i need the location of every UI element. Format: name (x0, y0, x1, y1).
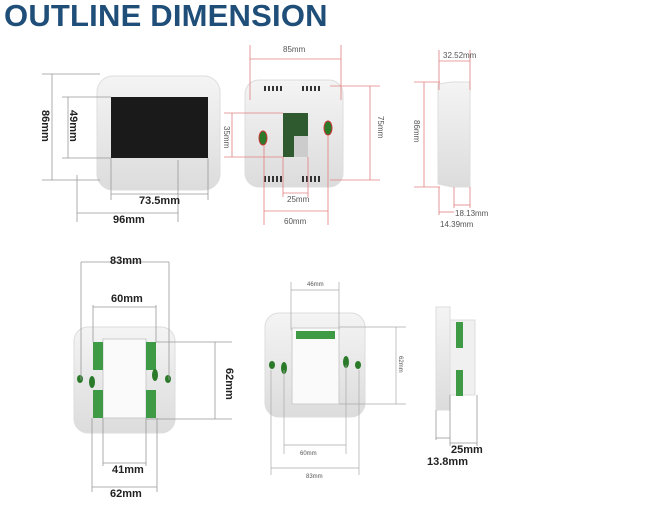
side-depth-a-label: 18.13mm (455, 209, 489, 218)
back-window-width-label: 25mm (287, 195, 310, 204)
side-top-label: 32.52mm (443, 51, 477, 60)
base1-module-height-label: 62mm (223, 368, 235, 400)
side-view-device (414, 50, 471, 215)
back-hole-spacing-label: 60mm (284, 217, 307, 226)
base1-width-label: 83mm (110, 255, 142, 267)
side-height-label: 86mm (412, 120, 421, 143)
front-height-label: 86mm (39, 110, 51, 142)
base-view-1-device (73, 261, 232, 492)
base1-module-width-label: 41mm (112, 464, 144, 476)
page-title: OUTLINE DIMENSION (4, 0, 328, 33)
base-side-module-depth-label: 25mm (451, 444, 483, 456)
base-view-2-device (264, 282, 406, 475)
back-window-height-label: 35mm (222, 126, 231, 149)
back-top-width-label: 85mm (283, 45, 306, 54)
base1-terminal-width-label: 60mm (111, 293, 143, 305)
base2-width-label: 83mm (306, 474, 323, 480)
base2-module-width-label: 46mm (307, 282, 324, 288)
front-screen-width-label: 73.5mm (139, 195, 180, 207)
front-view-device (42, 73, 221, 222)
front-width-label: 96mm (113, 214, 145, 226)
base-side-plate-depth-label: 13.8mm (427, 456, 468, 468)
base1-bottom-width-label: 62mm (110, 488, 142, 500)
back-view-device (224, 45, 380, 225)
base-side-view-device (435, 306, 478, 446)
base2-module-height-label: 62mm (397, 356, 403, 373)
side-depth-b-label: 14.39mm (440, 220, 474, 229)
base2-hole-spacing-label: 60mm (300, 451, 317, 457)
screen (111, 97, 208, 158)
back-height-label: 75mm (376, 116, 385, 139)
front-screen-height-label: 49mm (67, 110, 79, 142)
